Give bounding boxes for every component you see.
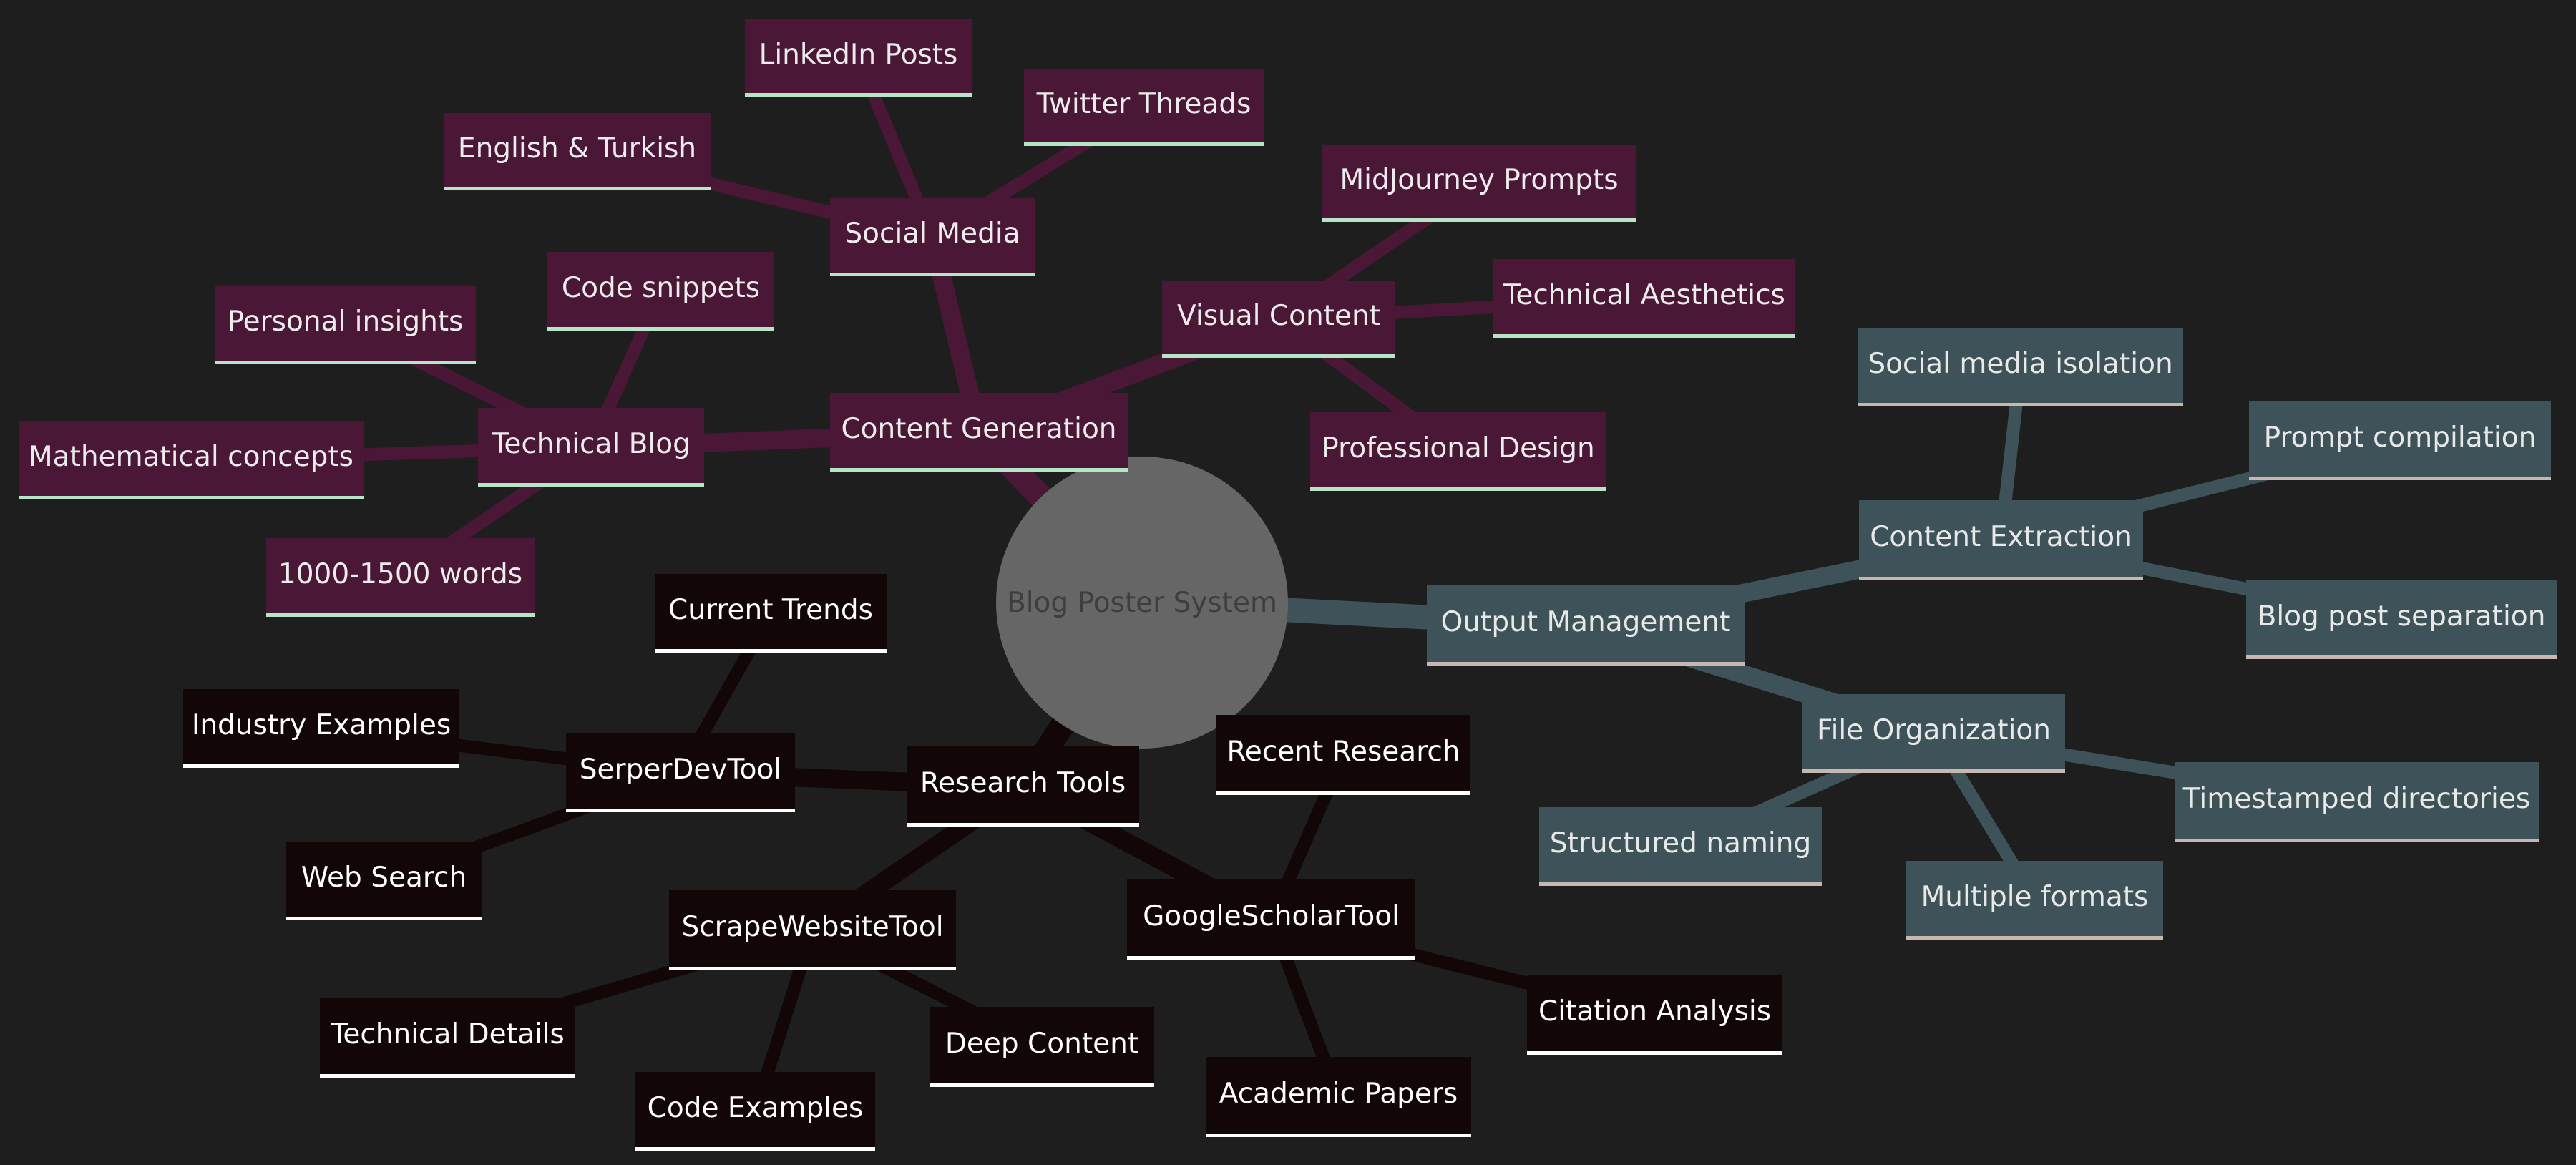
node-1000-1500-words[interactable]: 1000-1500 words [266, 538, 535, 617]
node-current-trends[interactable]: Current Trends [655, 574, 887, 653]
node-mathematical-concepts[interactable]: Mathematical concepts [19, 421, 364, 499]
node-output-management[interactable]: Output Management [1427, 585, 1745, 666]
node-prompt-compilation[interactable]: Prompt compilation [2249, 401, 2551, 480]
node-content-extraction[interactable]: Content Extraction [1859, 500, 2143, 580]
root-label: Blog Poster System [1006, 586, 1278, 619]
node-social-media[interactable]: Social Media [830, 198, 1035, 276]
node-googlescholartool[interactable]: GoogleScholarTool [1127, 879, 1415, 960]
node-web-search[interactable]: Web Search [286, 842, 482, 920]
node-content-generation[interactable]: Content Generation [830, 393, 1128, 472]
node-technical-details[interactable]: Technical Details [320, 998, 575, 1078]
node-technical-blog[interactable]: Technical Blog [478, 408, 704, 487]
node-academic-papers[interactable]: Academic Papers [1206, 1057, 1471, 1137]
node-research-tools[interactable]: Research Tools [907, 746, 1139, 827]
node-twitter-threads[interactable]: Twitter Threads [1024, 69, 1264, 146]
node-linkedin-posts[interactable]: LinkedIn Posts [745, 19, 972, 97]
node-file-organization[interactable]: File Organization [1802, 694, 2065, 773]
node-social-media-isolation[interactable]: Social media isolation [1858, 328, 2183, 406]
node-citation-analysis[interactable]: Citation Analysis [1527, 975, 1782, 1055]
node-scrapewebsitetool[interactable]: ScrapeWebsiteTool [669, 890, 956, 970]
node-code-examples[interactable]: Code Examples [635, 1072, 875, 1151]
node-blog-post-separation[interactable]: Blog post separation [2246, 580, 2557, 659]
node-technical-aesthetics[interactable]: Technical Aesthetics [1493, 259, 1795, 338]
node-serperdevtool[interactable]: SerperDevTool [566, 733, 795, 812]
node-professional-design[interactable]: Professional Design [1310, 412, 1606, 491]
node-personal-insights[interactable]: Personal insights [215, 286, 476, 364]
node-structured-naming[interactable]: Structured naming [1539, 807, 1822, 886]
node-recent-research[interactable]: Recent Research [1216, 715, 1470, 795]
node-industry-examples[interactable]: Industry Examples [183, 689, 459, 768]
node-english-turkish[interactable]: English & Turkish [444, 113, 711, 190]
root-node[interactable]: Blog Poster System [996, 457, 1288, 749]
node-visual-content[interactable]: Visual Content [1162, 281, 1395, 358]
node-code-snippets[interactable]: Code snippets [547, 252, 774, 331]
node-multiple-formats[interactable]: Multiple formats [1906, 861, 2163, 940]
node-deep-content[interactable]: Deep Content [930, 1007, 1154, 1087]
node-timestamped-directories[interactable]: Timestamped directories [2175, 762, 2539, 842]
node-midjourney-prompts[interactable]: MidJourney Prompts [1322, 145, 1636, 222]
